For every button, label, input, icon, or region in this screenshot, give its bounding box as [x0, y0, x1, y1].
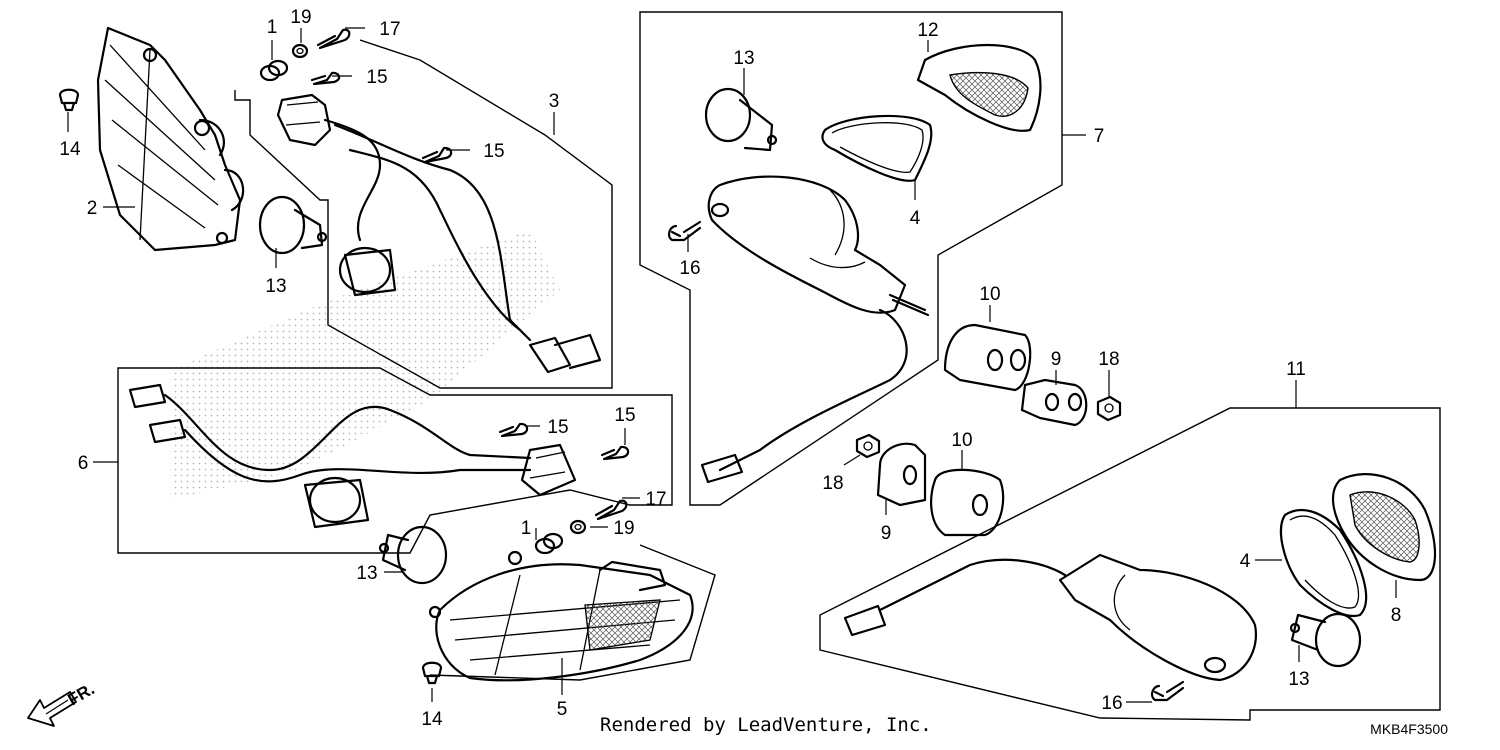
callout-1: 1: [267, 17, 278, 38]
leader-lines: [67, 27, 1397, 703]
group-outline-6: [117, 367, 673, 554]
part-7-turn-signal-assembly: [700, 175, 930, 484]
callout-4: 4: [910, 208, 921, 229]
part-10-grommet-b: [930, 468, 1005, 537]
callout-11: 11: [1286, 359, 1306, 380]
callout-13: 13: [1288, 669, 1309, 690]
part-2-front-turn-housing: [96, 26, 245, 252]
part-13-bulb-a: [258, 195, 328, 255]
callout-15: 15: [366, 67, 387, 88]
part-14-clip-a: [58, 88, 80, 112]
callout-3: 3: [549, 91, 560, 112]
rendered-by-text: Rendered by LeadVenture, Inc.: [600, 714, 932, 736]
group-outline-3: [234, 39, 613, 389]
callout-numbers: 1 19 17 15 15 3 14 2 13 13 12 7 4 16 10 …: [59, 7, 1401, 730]
callout-9: 9: [881, 523, 892, 544]
callout-15: 15: [483, 141, 504, 162]
callout-15: 15: [547, 417, 568, 438]
callout-9: 9: [1051, 349, 1062, 370]
part-4-gasket-a: [821, 114, 933, 182]
callout-12: 12: [917, 20, 938, 41]
callout-4: 4: [1240, 551, 1251, 572]
part-3-socket-harness: [276, 93, 602, 374]
part-19-washer-b: [569, 519, 587, 535]
part-13-bulb-d: [1289, 612, 1362, 668]
callout-5: 5: [557, 699, 568, 720]
callout-10: 10: [979, 284, 1000, 305]
part-17-screw-a: [316, 28, 351, 50]
part-15-screw-d: [600, 445, 630, 461]
part-13-bulb-c: [378, 525, 448, 585]
callout-17: 17: [645, 489, 666, 510]
part-16-screw-b: [1150, 680, 1185, 702]
callout-18: 18: [822, 473, 843, 494]
callout-18: 18: [1098, 349, 1119, 370]
part-18-nut-a: [1096, 395, 1122, 422]
footer: Rendered by LeadVenture, Inc. MKB4F3500: [0, 714, 1500, 750]
callout-19: 19: [290, 7, 311, 28]
part-5-front-turn-housing: [428, 550, 694, 682]
part-13-bulb-b: [704, 87, 778, 152]
callout-8: 8: [1391, 605, 1402, 626]
part-10-grommet-a: [943, 323, 1032, 392]
part-15-screw-b: [421, 146, 453, 164]
part-15-screw-a: [310, 71, 341, 86]
part-4-gasket-b: [1280, 508, 1368, 618]
callout-16: 16: [679, 258, 700, 279]
callout-10: 10: [951, 430, 972, 451]
diagram-code: MKB4F3500: [1370, 721, 1448, 737]
stipple-region-left: [170, 230, 560, 500]
callout-19: 19: [613, 518, 634, 539]
part-18-nut-b: [855, 433, 881, 459]
group-outline-7: [639, 11, 1063, 506]
part-12-lens-cover: [916, 43, 1042, 132]
part-9-collar-b: [876, 442, 927, 507]
part-17-screw-b: [594, 499, 628, 521]
front-direction-label: FR.: [65, 679, 98, 709]
callout-15: 15: [614, 405, 635, 426]
part-9-collar-a: [1020, 378, 1088, 427]
part-15-screw-c: [498, 422, 529, 438]
part-14-clip-b: [421, 661, 443, 685]
callout-6: 6: [78, 453, 89, 474]
callout-1: 1: [521, 518, 532, 539]
callout-2: 2: [87, 198, 98, 219]
callout-13: 13: [356, 563, 377, 584]
part-19-washer-a: [291, 43, 309, 59]
callout-14: 14: [59, 139, 81, 160]
part-1-grommet-b: [534, 532, 564, 555]
part-6-socket-harness: [128, 383, 577, 529]
callout-7: 7: [1094, 126, 1105, 147]
callout-13: 13: [265, 276, 286, 297]
part-16-screw-a: [667, 220, 702, 242]
part-8-lens-cover: [1332, 473, 1437, 582]
callout-14: 14: [421, 709, 443, 730]
part-1-grommet-a: [259, 59, 289, 82]
callout-17: 17: [379, 19, 400, 40]
callout-16: 16: [1101, 693, 1122, 714]
group-outline-11: [819, 407, 1441, 721]
callout-13: 13: [733, 48, 754, 69]
part-11-turn-signal-assembly: [843, 553, 1258, 682]
group-outline-5: [429, 544, 716, 681]
